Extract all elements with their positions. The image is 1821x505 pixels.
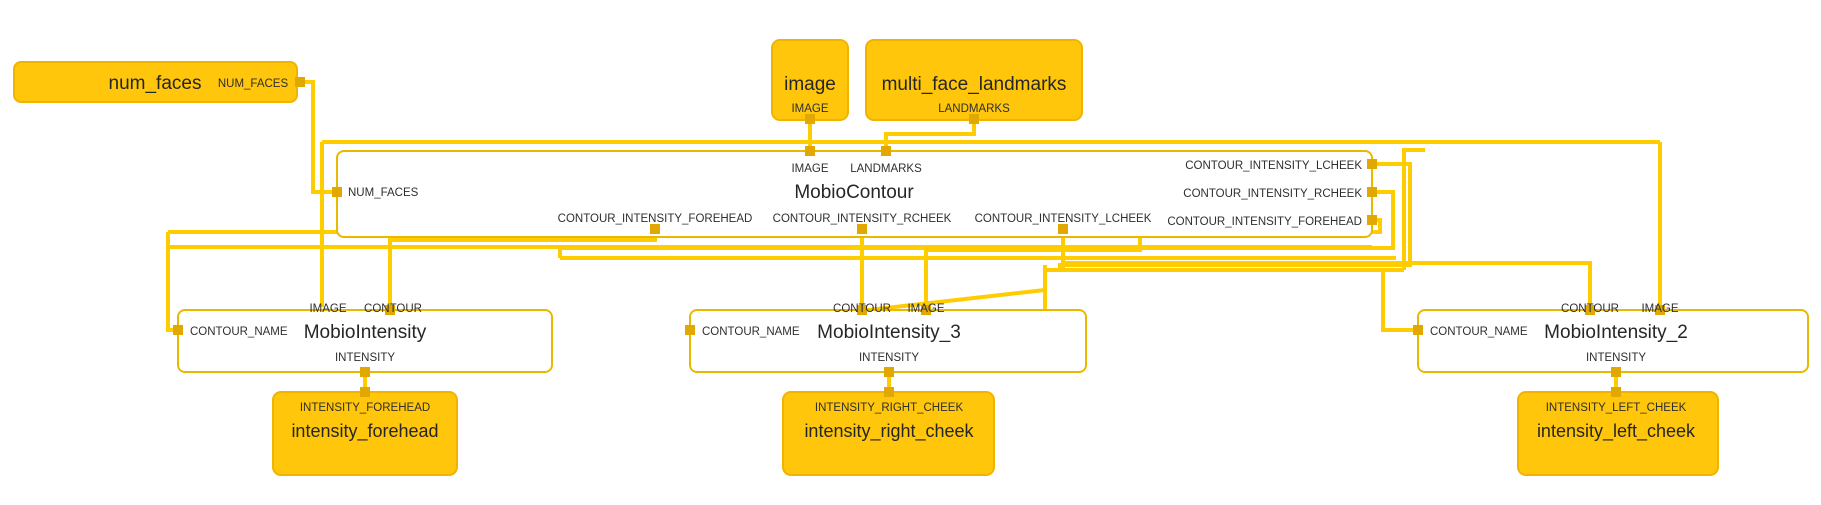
port-mobio-contour-out-forehead[interactable] <box>650 224 660 234</box>
node-intensity-forehead[interactable]: INTENSITY_FOREHEAD intensity_forehead <box>272 387 458 476</box>
port-label-mobio-intensity-2-in-contour-name: CONTOUR_NAME <box>1430 326 1528 338</box>
port-mobio-intensity-2-in-image[interactable] <box>1655 305 1665 315</box>
port-label-mobio-contour-in-num-faces: NUM_FACES <box>348 187 419 199</box>
port-mobio-intensity-in-contour[interactable] <box>385 305 395 315</box>
port-label-mobio-contour-right-lcheek: CONTOUR_INTENSITY_LCHEEK <box>1185 160 1362 172</box>
node-multi-face-landmarks[interactable]: multi_face_landmarks LANDMARKS <box>865 39 1083 124</box>
port-label-mobio-intensity-in-image: IMAGE <box>309 303 346 315</box>
node-mobio-intensity[interactable]: MobioIntensity IMAGE CONTOUR CONTOUR_NAM… <box>173 303 553 377</box>
port-label-landmarks-out: LANDMARKS <box>938 103 1010 115</box>
node-mobio-intensity-2-title: MobioIntensity_2 <box>1544 322 1688 343</box>
port-label-intensity-left-cheek-in: INTENSITY_LEFT_CHEEK <box>1546 402 1687 414</box>
node-image[interactable]: image IMAGE <box>771 39 849 124</box>
port-label-mobio-contour-out-lcheek: CONTOUR_INTENSITY_LCHEEK <box>975 213 1152 225</box>
node-mobio-intensity-3-title: MobioIntensity_3 <box>817 322 961 343</box>
port-num-faces-out[interactable] <box>295 77 305 87</box>
node-multi-face-landmarks-title: multi_face_landmarks <box>882 74 1067 95</box>
node-intensity-left-cheek[interactable]: INTENSITY_LEFT_CHEEK intensity_left_chee… <box>1517 387 1719 476</box>
port-landmarks-out[interactable] <box>969 114 979 124</box>
port-label-mobio-intensity-3-out-intensity: INTENSITY <box>859 352 919 364</box>
port-label-mobio-contour-in-image: IMAGE <box>791 163 828 175</box>
port-label-intensity-forehead-in: INTENSITY_FOREHEAD <box>300 402 430 414</box>
port-mobio-intensity-3-in-contour[interactable] <box>857 305 867 315</box>
port-label-mobio-contour-right-forehead: CONTOUR_INTENSITY_FOREHEAD <box>1167 216 1362 228</box>
port-mobio-intensity-in-contour-name[interactable] <box>173 325 183 335</box>
node-intensity-left-cheek-title: intensity_left_cheek <box>1537 421 1696 442</box>
edge-bus-lcheek-left <box>1058 263 1410 268</box>
edge-bus-right-down <box>1402 148 1425 270</box>
node-num-faces[interactable]: num_faces NUM_FACES <box>13 61 305 103</box>
node-mobio-intensity-title: MobioIntensity <box>304 322 427 343</box>
node-image-title: image <box>784 74 836 95</box>
port-intensity-forehead-in[interactable] <box>360 387 370 397</box>
node-intensity-forehead-title: intensity_forehead <box>291 421 438 442</box>
port-label-mobio-intensity-2-out-intensity: INTENSITY <box>1586 352 1646 364</box>
port-mobio-contour-in-landmarks[interactable] <box>881 146 891 156</box>
port-label-mobio-intensity-3-in-contour-name: CONTOUR_NAME <box>702 326 800 338</box>
port-mobio-contour-in-num-faces[interactable] <box>332 187 342 197</box>
port-mobio-intensity-out-intensity[interactable] <box>360 367 370 377</box>
node-intensity-right-cheek[interactable]: INTENSITY_RIGHT_CHEEK intensity_right_ch… <box>782 387 995 476</box>
port-mobio-contour-right-lcheek[interactable] <box>1367 159 1377 169</box>
port-label-image-out: IMAGE <box>791 103 828 115</box>
edge-contour-name-mi2 <box>1381 272 1418 332</box>
port-intensity-left-cheek-in[interactable] <box>1611 387 1621 397</box>
node-mobio-contour[interactable]: MobioContour IMAGE LANDMARKS NUM_FACES C… <box>332 146 1377 238</box>
port-label-intensity-right-cheek-in: INTENSITY_RIGHT_CHEEK <box>815 402 964 414</box>
node-intensity-right-cheek-title: intensity_right_cheek <box>804 421 974 442</box>
port-intensity-right-cheek-in[interactable] <box>884 387 894 397</box>
port-mobio-intensity-3-in-contour-name[interactable] <box>685 325 695 335</box>
port-label-mobio-intensity-out-intensity: INTENSITY <box>335 352 395 364</box>
port-mobio-contour-out-lcheek[interactable] <box>1058 224 1068 234</box>
port-label-mobio-intensity-in-contour-name: CONTOUR_NAME <box>190 326 288 338</box>
port-label-mobio-intensity-3-in-image: IMAGE <box>907 303 944 315</box>
port-mobio-contour-in-image[interactable] <box>805 146 815 156</box>
port-label-mobio-contour-out-rcheek: CONTOUR_INTENSITY_RCHEEK <box>773 213 952 225</box>
node-mobio-contour-title: MobioContour <box>794 182 914 203</box>
node-mobio-intensity-3[interactable]: MobioIntensity_3 CONTOUR IMAGE CONTOUR_N… <box>685 303 1087 377</box>
port-mobio-intensity-2-out-intensity[interactable] <box>1611 367 1621 377</box>
port-label-mobio-intensity-2-in-image: IMAGE <box>1641 303 1678 315</box>
port-label-mobio-contour-out-forehead: CONTOUR_INTENSITY_FOREHEAD <box>558 213 753 225</box>
port-mobio-intensity-3-in-image[interactable] <box>921 305 931 315</box>
port-mobio-contour-out-rcheek[interactable] <box>857 224 867 234</box>
port-label-mobio-intensity-3-in-contour: CONTOUR <box>833 303 891 315</box>
port-label-mobio-contour-right-rcheek: CONTOUR_INTENSITY_RCHEEK <box>1183 188 1362 200</box>
port-label-mobio-intensity-in-contour: CONTOUR <box>364 303 422 315</box>
port-mobio-intensity-3-out-intensity[interactable] <box>884 367 894 377</box>
port-label-mobio-contour-in-landmarks: LANDMARKS <box>850 163 922 175</box>
port-label-num-faces-out: NUM_FACES <box>218 78 289 90</box>
port-label-mobio-intensity-2-in-contour: CONTOUR <box>1561 303 1619 315</box>
port-mobio-contour-right-rcheek[interactable] <box>1367 187 1377 197</box>
port-image-out[interactable] <box>805 114 815 124</box>
port-mobio-intensity-2-in-contour[interactable] <box>1585 305 1595 315</box>
node-num-faces-title: num_faces <box>109 73 202 94</box>
edge-contour-forehead-to-mi-contour <box>388 228 657 305</box>
node-mobio-intensity-2[interactable]: MobioIntensity_2 CONTOUR IMAGE CONTOUR_N… <box>1413 303 1809 377</box>
port-mobio-intensity-2-in-contour-name[interactable] <box>1413 325 1423 335</box>
port-mobio-contour-right-forehead[interactable] <box>1367 215 1377 225</box>
edge-num-faces-to-contour <box>305 80 337 194</box>
